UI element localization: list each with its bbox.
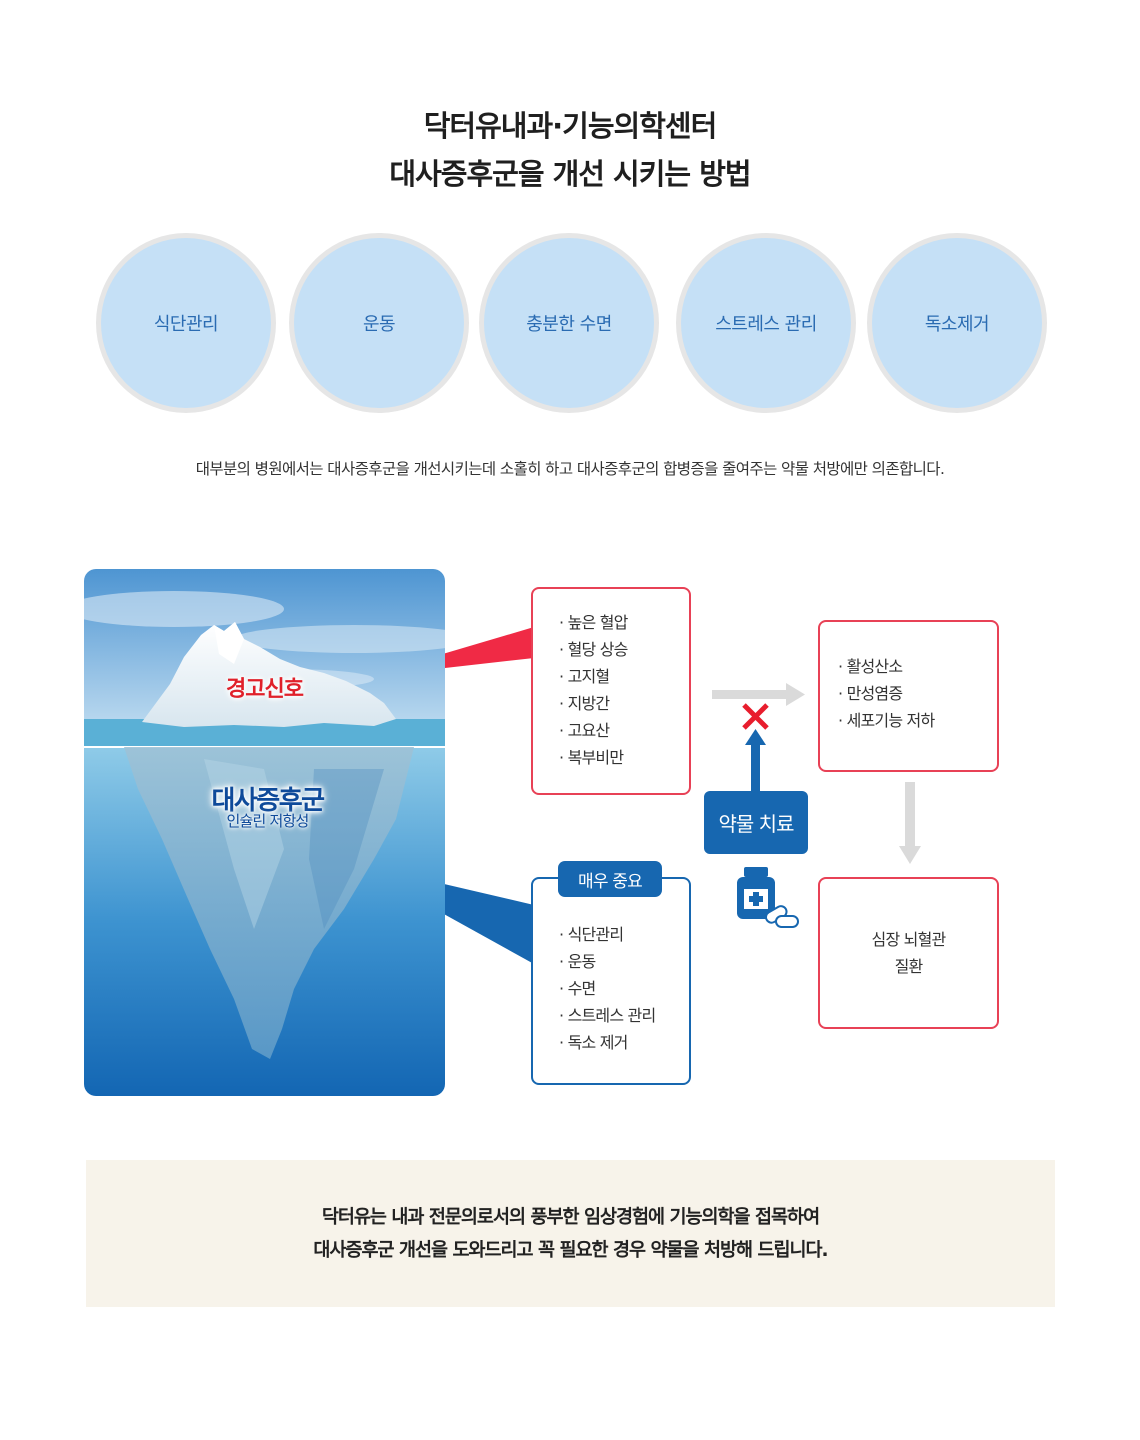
important-tag: 매우 중요: [558, 861, 662, 897]
list-item: 식단관리: [559, 921, 689, 948]
intro-text: 대부분의 병원에서는 대사증후군을 개선시키는데 소홀히 하고 대사증후군의 합…: [195, 460, 945, 478]
method-circle-stress: 스트레스 관리: [676, 233, 856, 413]
footer-line2: 대사증후군 개선을 도와드리고 꼭 필요한 경우 약물을 처방해 드립니다.: [313, 1239, 828, 1261]
medicine-bottle-icon: [737, 867, 775, 919]
warning-signal-label: 경고신호: [226, 677, 304, 702]
list-item: 만성염증: [838, 680, 997, 707]
list-item: 고지혈: [559, 663, 689, 690]
metabolic-syndrome-label: 대사증후군: [211, 786, 325, 816]
list-item: 높은 혈압: [559, 609, 689, 636]
list-item: 혈당 상승: [559, 636, 689, 663]
blue-arrow-up: [745, 729, 766, 792]
warning-signs-list: 높은 혈압 혈당 상승 고지혈 지방간 고요산 복부비만: [559, 609, 689, 771]
list-item: 세포기능 저하: [838, 707, 997, 734]
drug-treatment-label: 약물 치료: [704, 791, 808, 854]
footer-note: 닥터유는 내과 전문의로서의 풍부한 임상경험에 기능의학을 접목하여 대사증후…: [86, 1160, 1055, 1307]
method-circle-sleep: 충분한 수면: [479, 233, 659, 413]
iceberg-image: [84, 569, 445, 1096]
list-item: 수면: [559, 975, 689, 1002]
list-item: 활성산소: [838, 653, 997, 680]
method-circle-exercise: 운동: [289, 233, 469, 413]
list-item: 독소 제거: [559, 1029, 689, 1056]
gray-arrow-down: [899, 782, 921, 864]
important-box: 식단관리 운동 수면 스트레스 관리 독소 제거: [531, 877, 691, 1085]
gray-arrow-right: [712, 683, 805, 706]
free-radicals-list: 활성산소 만성염증 세포기능 저하: [838, 653, 997, 734]
pill-capsules-icon: [764, 905, 799, 928]
list-item: 운동: [559, 948, 689, 975]
disease-line1: 심장 뇌혈관: [871, 930, 947, 949]
list-item: 복부비만: [559, 744, 689, 771]
footer-line1: 닥터유는 내과 전문의로서의 풍부한 임상경험에 기능의학을 접목하여: [321, 1206, 820, 1228]
important-list: 식단관리 운동 수면 스트레스 관리 독소 제거: [559, 921, 689, 1056]
list-item: 고요산: [559, 717, 689, 744]
block-x-icon: [742, 703, 769, 730]
method-circle-diet: 식단관리: [96, 233, 276, 413]
page-title-line1: 닥터유내과·기능의학센터: [423, 109, 718, 143]
list-item: 스트레스 관리: [559, 1002, 689, 1029]
cardio-disease-box: 심장 뇌혈관 질환: [818, 877, 999, 1029]
method-circle-detox: 독소제거: [867, 233, 1047, 413]
disease-line2: 질환: [894, 957, 924, 976]
free-radicals-box: 활성산소 만성염증 세포기능 저하: [818, 620, 999, 772]
warning-signs-box: 높은 혈압 혈당 상승 고지혈 지방간 고요산 복부비만: [531, 587, 691, 795]
list-item: 지방간: [559, 690, 689, 717]
insulin-resistance-label: 인슐린 저항성: [226, 812, 310, 830]
page-title-line2: 대사증후군을 개선 시키는 방법: [389, 157, 751, 191]
